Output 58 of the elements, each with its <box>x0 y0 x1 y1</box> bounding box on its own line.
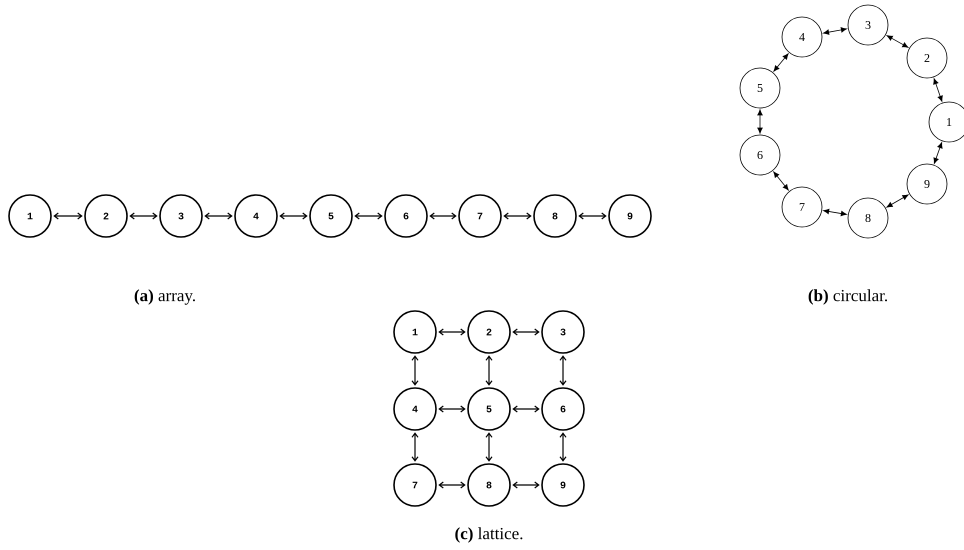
arrow <box>53 212 83 220</box>
arrow <box>354 212 383 220</box>
arrow <box>823 27 847 35</box>
arrow <box>503 212 532 220</box>
arrow <box>512 482 540 488</box>
circle-node: 9 <box>906 164 948 204</box>
circle-node: 4 <box>234 194 278 238</box>
circle-node: 5 <box>740 68 780 108</box>
circle-node: 6 <box>740 134 780 176</box>
circle-node: 3 <box>541 310 585 354</box>
circle-node: 2 <box>84 194 128 238</box>
circle-node: 4 <box>782 16 822 58</box>
circle-node: 3 <box>159 194 203 238</box>
arrow <box>886 194 908 208</box>
circle-node: 8 <box>848 198 888 238</box>
arrow <box>560 355 566 386</box>
circle-node: 7 <box>782 186 822 228</box>
circle-node: 7 <box>393 463 437 507</box>
circle-node: 2 <box>906 38 948 78</box>
circle-node: 6 <box>541 387 585 431</box>
arrow <box>560 432 566 462</box>
arrow <box>412 355 418 386</box>
subfigure-caption: (c) lattice. <box>455 527 522 543</box>
arrow <box>438 406 466 412</box>
arrow <box>933 78 943 102</box>
arrow <box>512 406 540 412</box>
arrow <box>204 212 233 220</box>
arrow <box>757 109 763 134</box>
circle-node: 4 <box>393 387 437 431</box>
arrow <box>823 208 847 216</box>
arrow <box>774 53 789 72</box>
subfigure-caption: (a) array. <box>134 289 195 305</box>
arrow <box>773 172 789 190</box>
circle-node: 8 <box>533 194 577 238</box>
circle-node: 9 <box>608 194 652 238</box>
circle-node: 8 <box>467 463 511 507</box>
circle-node: 1 <box>8 194 52 238</box>
arrow <box>886 35 908 48</box>
circle-node: 9 <box>541 463 585 507</box>
circle-node: 7 <box>458 194 502 238</box>
arrow <box>578 212 607 220</box>
arrow <box>412 432 418 462</box>
arrow <box>429 212 457 220</box>
arrow <box>486 432 492 462</box>
arrow <box>934 142 942 164</box>
arrow <box>486 355 492 386</box>
arrow <box>438 482 466 488</box>
circle-node: 6 <box>384 194 428 238</box>
arrow <box>279 212 308 220</box>
arrow <box>512 328 540 336</box>
circle-node: 1 <box>393 310 437 354</box>
circle-node: 5 <box>309 194 353 238</box>
circle-node: 5 <box>467 387 511 431</box>
arrow <box>438 328 466 336</box>
subfigure-caption: (b) circular. <box>808 289 888 305</box>
arrow <box>129 212 158 220</box>
circle-node: 3 <box>848 4 888 46</box>
circle-node: 2 <box>467 310 511 354</box>
